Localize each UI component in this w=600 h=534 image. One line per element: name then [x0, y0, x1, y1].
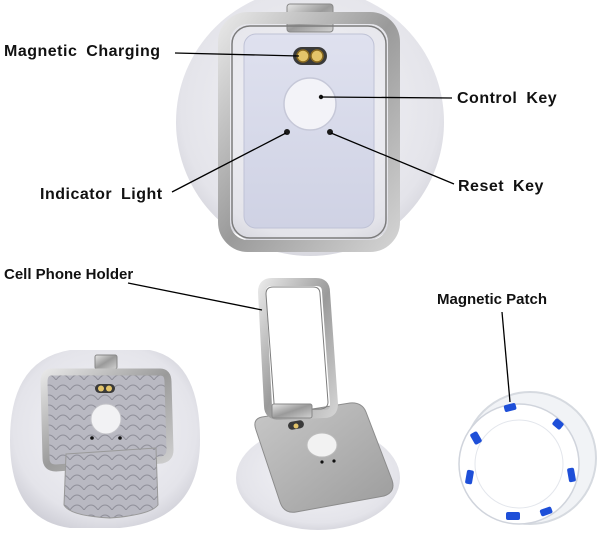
label-magnetic-patch: Magnetic Patch — [437, 291, 548, 308]
top-plate — [243, 33, 375, 229]
leader-cell-phone-holder — [127, 282, 263, 311]
label-indicator-light: Indicator Light — [40, 186, 163, 203]
open-holder-frame — [257, 278, 339, 421]
control-key-button — [283, 77, 337, 131]
leader-magnetic-patch — [501, 311, 511, 403]
label-control-key: Control Key — [457, 90, 558, 107]
leader-control-key — [320, 96, 453, 99]
label-reset-key: Reset Key — [458, 178, 544, 195]
magnetic-patch-view — [458, 391, 597, 525]
angled-view — [10, 350, 200, 528]
label-magnetic-charging: Magnetic Charging — [4, 43, 161, 60]
top-view — [176, 0, 444, 256]
leader-magnetic-charging — [174, 52, 300, 57]
leader-indicator-light — [171, 132, 287, 193]
label-cell-phone-holder: Cell Phone Holder — [4, 266, 134, 283]
top-holder-frame — [218, 12, 400, 252]
leader-reset-key — [330, 132, 455, 185]
patch-brand-marks — [465, 402, 576, 520]
open-holder-view — [236, 278, 400, 530]
